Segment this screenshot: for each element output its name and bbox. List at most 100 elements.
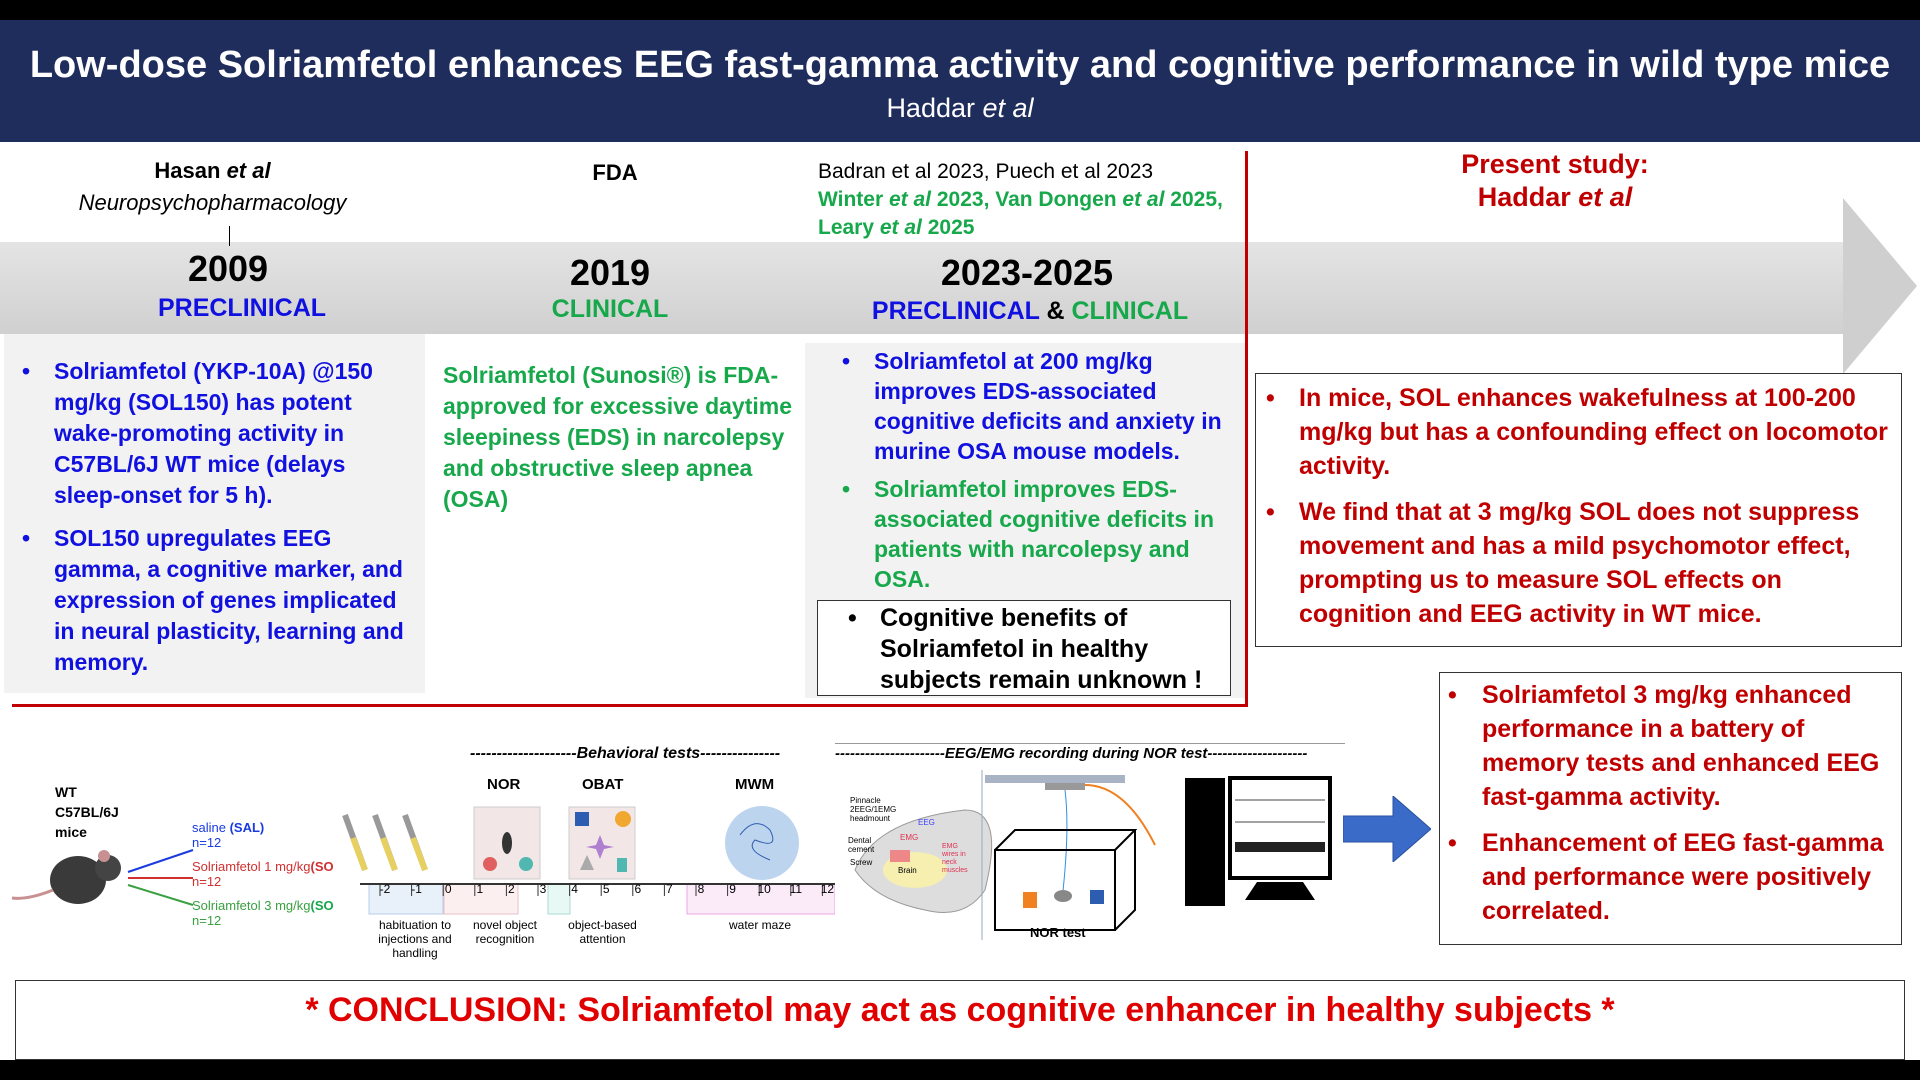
day-label: 7 [666, 882, 673, 896]
day-ticks [379, 884, 823, 896]
red-divider [1245, 151, 1248, 707]
t: et al [1122, 188, 1165, 211]
emg-wires-label: EMG wires in neck muscles [942, 843, 968, 874]
t: Leary [818, 216, 880, 239]
rationale-box: In mice, SOL enhances wakefulness at 100… [1255, 373, 1902, 647]
author-name: Haddar [886, 93, 975, 123]
test-obat: OBAT [582, 776, 624, 793]
bottom-bar [0, 1060, 1920, 1080]
syringe-icons [342, 813, 428, 872]
t: (SAL) [229, 820, 265, 835]
eeg-setup-illustration [854, 770, 1332, 940]
t: n=12 [192, 835, 222, 850]
top-bar [0, 0, 1920, 20]
ref-name: Hasan [154, 158, 221, 183]
emg-label: EMG [900, 833, 919, 842]
t: PRECLINICAL [871, 297, 1040, 325]
timeline-band [0, 242, 1845, 334]
ref-2019: FDA [592, 160, 638, 185]
bullet: Solriamfetol 3 mg/kg enhanced performanc… [1448, 678, 1895, 814]
title-banner: Low-dose Solriamfetol enhances EEG fast-… [0, 20, 1920, 142]
t: mice [55, 824, 87, 840]
day-label: 6 [634, 882, 642, 896]
t: Solriamfetol 1 mg/kg [192, 859, 311, 874]
col2-text: Solriamfetol (Sunosi®) is FDA-approved f… [443, 362, 792, 512]
eeg-header: ----------------------EEG/EMG recording … [835, 745, 1308, 762]
screw-label: Screw [850, 858, 873, 867]
year-2019: 2019 [569, 252, 651, 293]
day-label: 9 [729, 882, 736, 896]
ref-journal: Neuropsychopharmacology [78, 190, 347, 215]
day-label: 11 [789, 882, 803, 896]
phase-2009: PRECLINICAL [157, 294, 327, 322]
phase-mwm: water maze [728, 918, 792, 932]
day-label: 1 [476, 882, 484, 896]
author-etal: et al [975, 93, 1034, 123]
bullet: Solriamfetol at 200 mg/kg improves EDS-a… [842, 346, 1242, 466]
group-sol1: Solriamfetol 1 mg/kg(SO n=12 [192, 859, 334, 889]
phase-habituation: habituation to injections and handling [378, 918, 452, 960]
bullet: Solriamfetol (YKP-10A) @150 mg/kg (SOL15… [22, 356, 417, 511]
cement-label: Dental cement [848, 836, 875, 854]
phase-nor: novel object recognition [472, 918, 538, 946]
t: 2025 [921, 216, 975, 239]
group-saline: saline (SAL)n=12 [192, 820, 334, 850]
day-label: 2 [508, 882, 515, 896]
day-label: 3 [539, 882, 547, 896]
arrow-right-icon [1343, 796, 1431, 862]
t: n=12 [192, 874, 222, 889]
nor-test-label: NOR test [1030, 925, 1086, 940]
poster-title: Low-dose Solriamfetol enhances EEG fast-… [29, 44, 1891, 86]
headmount-label: Pinnacle 2EEG/1EMG headmount [850, 796, 897, 823]
present-line1: Present study: [1461, 149, 1649, 179]
ref-line1: Badran et al 2023, Puech et al 2023 [818, 160, 1154, 183]
t: CLINICAL [1071, 297, 1189, 325]
ref-line2: Winter et al 2023, Van Dongen et al 2025… [818, 186, 1248, 214]
phase-2019: CLINICAL [551, 295, 669, 323]
eeg-label: EEG [918, 818, 935, 827]
authors: Haddar et al [0, 93, 1920, 124]
phase-obat: object-based attention [568, 918, 637, 946]
t: et al [879, 216, 922, 239]
day-label: -1 [411, 882, 422, 896]
day-label: 0 [444, 882, 452, 896]
t: WT [55, 784, 77, 800]
ref-2009: Hasan et al Neuropsychopharmacology [40, 158, 385, 216]
year-2023: 2023-2025 [940, 252, 1114, 293]
t: (SO [310, 859, 334, 874]
present-study: Present study: Haddar et al [1300, 148, 1810, 214]
t: Winter [818, 188, 889, 211]
t: n=12 [192, 913, 222, 928]
day-label: -2 [379, 882, 391, 896]
test-nor: NOR [487, 776, 521, 793]
test-mwm: MWM [735, 776, 775, 793]
ref-line3: Leary et al 2025 [818, 214, 1248, 242]
conclusion-text: * CONCLUSION: Solriamfetol may act as co… [305, 991, 1615, 1029]
conclusion-box: * CONCLUSION: Solriamfetol may act as co… [15, 980, 1905, 1060]
mouse-icon [11, 849, 194, 906]
t: 2025, [1164, 188, 1223, 211]
year-2009: 2009 [187, 248, 269, 289]
divider [835, 743, 1345, 744]
tick [229, 226, 230, 246]
day-label: 8 [697, 882, 705, 896]
ref-etal: et al [220, 158, 271, 183]
day-label: 4 [571, 882, 578, 896]
bullet: Solriamfetol improves EDS-associated cog… [842, 474, 1242, 594]
bullet: Cognitive benefits of Solriamfetol in he… [848, 603, 1230, 696]
t: C57BL/6J [55, 804, 119, 820]
ref-2023: Badran et al 2023, Puech et al 2023 Wint… [818, 158, 1248, 242]
col3-list: Solriamfetol at 200 mg/kg improves EDS-a… [842, 346, 1242, 594]
col1-list: Solriamfetol (YKP-10A) @150 mg/kg (SOL15… [22, 356, 417, 690]
bullet: In mice, SOL enhances wakefulness at 100… [1266, 381, 1893, 483]
red-divider [12, 704, 1248, 707]
t: Solriamfetol 3 mg/kg [192, 898, 311, 913]
schedule-illustration [342, 806, 835, 915]
bullet: Enhancement of EEG fast-gamma and perfor… [1448, 826, 1895, 928]
phase-2023: PRECLINICAL & CLINICAL [820, 297, 1240, 326]
timeline-arrowhead [1843, 198, 1917, 374]
results-box: Solriamfetol 3 mg/kg enhanced performanc… [1439, 672, 1902, 945]
t: et al [888, 188, 932, 211]
